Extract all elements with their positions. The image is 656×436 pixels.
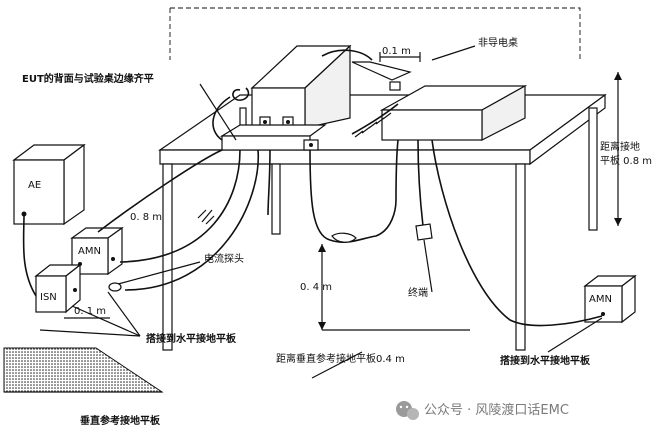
termination-label: 终端 (408, 286, 428, 299)
watermark: 公众号 · 风陵渡口话EMC (396, 401, 569, 420)
isn-label: ISN (40, 292, 57, 303)
eut-alignment-label: EUT的背面与试验桌边缘齐平 (22, 72, 154, 85)
isn-box (34, 263, 82, 314)
dist-01m-top: 0.1 m (382, 46, 411, 57)
eut-base-unit (219, 124, 327, 151)
vertical-ground-plane (3, 347, 164, 393)
peripheral-small (351, 61, 412, 91)
amn-right-box (583, 274, 637, 324)
nonconductive-table-label: 非导电桌 (478, 36, 518, 49)
dist-04m: 0. 4 m (300, 282, 332, 293)
watermark-text: 公众号 · 风陵渡口话EMC (424, 402, 569, 418)
bond-right-label: 搭接到水平接地平板 (500, 354, 591, 367)
current-probe-label: 电流探头 (204, 252, 244, 265)
dist-from-ground-line1: 距离接地 (600, 140, 640, 153)
boundary-dashed (170, 7, 581, 60)
ae-box (12, 143, 86, 226)
current-probe (108, 282, 122, 292)
dist-01m-bottom: 0. 1 m (74, 306, 106, 317)
eut-box (250, 44, 352, 129)
amn-right-label: AMN (589, 294, 612, 305)
amn-left-label: AMN (78, 246, 101, 257)
vertical-ref-plane-label: 垂直参考接地平板 (80, 414, 161, 427)
dist-vertical-ref-label: 距离垂直参考接地平板0.4 m (276, 352, 405, 365)
wechat-icon (396, 401, 419, 420)
bond-left-label: 搭接到水平接地平板 (146, 332, 237, 345)
dist-from-ground-line2: 平板 0.8 m (600, 154, 652, 167)
eut-right-unit (379, 84, 528, 141)
dist-08m: 0. 8 m (130, 212, 162, 223)
ae-label: AE (28, 180, 41, 191)
